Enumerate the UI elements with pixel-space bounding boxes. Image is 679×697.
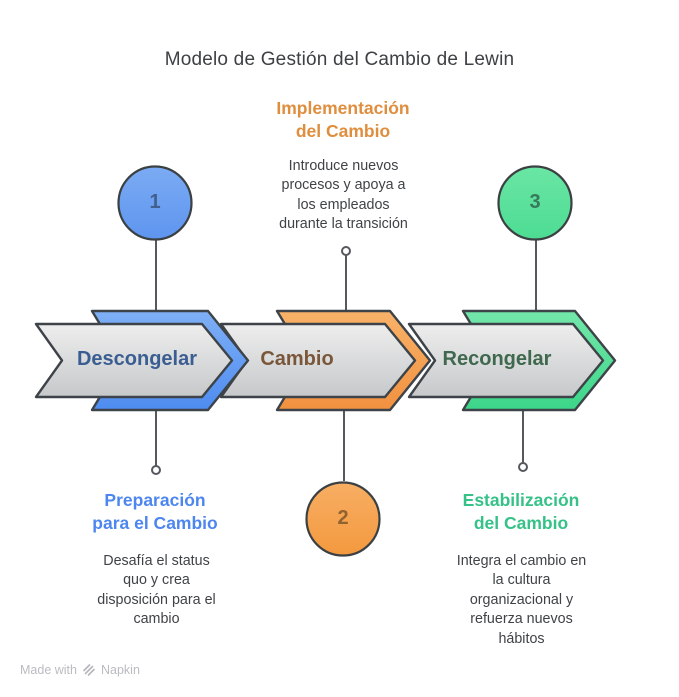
stage-1-annotation-body: Desafía el status quo y crea disposición…	[97, 553, 216, 628]
stage-3-circle	[497, 165, 573, 241]
diagram-title: Modelo de Gestión del Cambio de Lewin	[164, 49, 515, 70]
stage-2-annotation-body: Introduce nuevos procesos y apoya a los …	[279, 158, 408, 233]
watermark-brand: Napkin	[100, 663, 140, 677]
stage-1-annotation-heading: Preparación para el Cambio	[92, 490, 218, 533]
stage-2-connector-dot	[341, 246, 351, 256]
stage-1-arrow	[34, 322, 234, 399]
stage-2-arrow-label: Cambio	[260, 348, 334, 370]
watermark-made-with: Made with	[20, 663, 77, 677]
stage-1-circle	[117, 165, 193, 241]
stage-1-arrow-label: Descongelar	[76, 348, 198, 370]
stage-2-number: 2	[337, 507, 349, 529]
stage-3-arrow-label: Recongelar	[442, 348, 552, 370]
stage-3-connector-dot	[518, 462, 528, 472]
stage-2-circle	[305, 481, 381, 557]
stage-3-number: 3	[529, 191, 541, 213]
stage-3-annotation-body: Integra el cambio en la cultura organiza…	[456, 553, 587, 647]
stage-1-connector-dot	[151, 465, 161, 475]
stage-2-annotation-heading: Implementación del Cambio	[276, 98, 410, 141]
stage-1-number: 1	[149, 191, 161, 213]
watermark: Made with Napkin	[20, 663, 140, 677]
stage-3-annotation-heading: Estabilización del Cambio	[462, 490, 580, 533]
napkin-logo-icon	[83, 664, 95, 676]
stage-3-arrow	[407, 322, 605, 399]
